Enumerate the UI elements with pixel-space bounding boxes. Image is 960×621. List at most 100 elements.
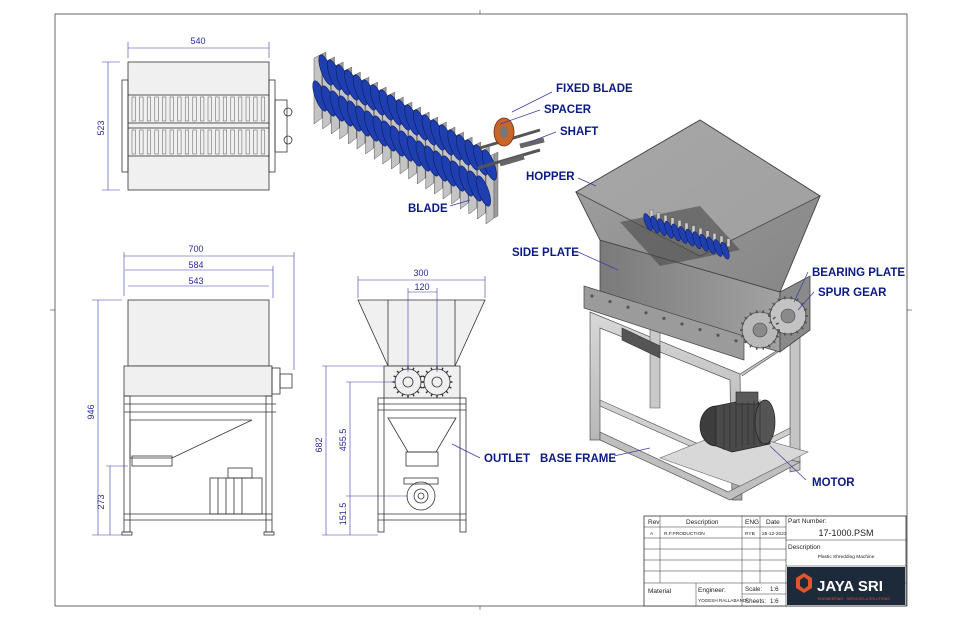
top-blade-tooth (207, 96, 212, 122)
top-blade-tooth (192, 129, 197, 155)
iso-gear-tooth (800, 326, 804, 330)
iso-gear-tooth (762, 310, 765, 314)
callout-spur-gear: SPUR GEAR (818, 287, 887, 299)
iso-gear-tooth (783, 332, 786, 336)
top-blade-tooth (154, 96, 159, 122)
iso-gear-tooth (755, 346, 758, 350)
callout-spacer: SPACER (544, 104, 592, 116)
tb-scale-label: Scale: (745, 586, 762, 593)
dim-side-120: 120 (414, 282, 429, 292)
top-blade-tooth (245, 129, 250, 155)
top-blade-tooth (245, 96, 250, 122)
iso-gear-tooth (767, 312, 771, 316)
top-blade-tooth (260, 96, 265, 122)
top-blade-tooth (154, 129, 159, 155)
tb-sheets-value: 1:6 (770, 598, 779, 605)
iso-gear-tooth (775, 322, 780, 325)
side-view: 300 120 682 455.5 151.5 (314, 268, 486, 536)
gear-tooth (401, 393, 404, 397)
motor-body (699, 391, 776, 453)
tb-part-number-label: Part Number: (788, 518, 827, 525)
tb-rev-value: A (650, 531, 654, 537)
iso-gear-tooth (790, 332, 793, 336)
plate-bolt (734, 339, 738, 343)
dim-top-width: 540 (190, 36, 205, 46)
top-blade-tooth (230, 96, 235, 122)
dim-front-543: 543 (188, 276, 203, 286)
tb-part-number: 17-1000.PSM (818, 528, 873, 538)
dim-front-946: 946 (86, 404, 96, 419)
iso-gear-tooth (795, 298, 799, 302)
gear-tooth (448, 386, 452, 389)
front-view: 700 584 543 946 273 (86, 244, 295, 536)
top-blade-tooth (207, 129, 212, 155)
iso-gear-tooth (762, 346, 765, 350)
gear-tooth (422, 375, 426, 378)
tb-material-label: Material (648, 588, 672, 595)
dim-side-682: 682 (314, 437, 324, 452)
iso-gear-tooth (777, 330, 781, 334)
plate-bolt (662, 316, 666, 320)
callout-side-plate: SIDE PLATE (512, 247, 579, 259)
dim-front-273: 273 (96, 494, 106, 509)
gear-tooth (412, 393, 415, 397)
top-blade-tooth (146, 96, 151, 122)
top-blade-tooth (131, 96, 136, 122)
gear-tooth (430, 393, 433, 397)
callout-motor: MOTOR (812, 477, 855, 489)
spur-gears (740, 296, 808, 350)
iso-gear-tooth (740, 322, 745, 325)
plate-bolt (680, 322, 684, 326)
hopper-fixed-blade (726, 238, 731, 247)
iso-gear-tooth (768, 321, 773, 324)
top-blade-tooth (200, 96, 205, 122)
gear-tooth (396, 390, 400, 394)
callout-fixed-blade: FIXED BLADE (556, 83, 633, 95)
callout-bearing-plate: BEARING PLATE (812, 267, 905, 279)
tb-date-value: 25-12-2023 (762, 531, 787, 537)
dim-front-700: 700 (188, 244, 203, 254)
tb-date-header: Date (766, 519, 780, 526)
iso-gear-tooth (783, 296, 786, 300)
top-blade-tooth (238, 129, 243, 155)
gear-tooth (422, 386, 426, 389)
top-blade-tooth (131, 129, 136, 155)
iso-gear-tooth (790, 296, 793, 300)
iso-gear-tooth (744, 316, 748, 320)
iso-gear-tooth (777, 298, 781, 302)
top-blade-tooth (139, 129, 144, 155)
tb-scale-value: 1:6 (770, 586, 779, 593)
logo-tagline: ENGINEERING · SERVICES & SOLUTIONS (818, 597, 890, 601)
top-blade-tooth (215, 96, 220, 122)
top-blade-tooth (177, 96, 182, 122)
callout-shaft: SHAFT (560, 126, 598, 138)
gear-tooth (396, 370, 400, 374)
iso-gear-tooth (803, 308, 808, 311)
iso-gear-tooth (767, 344, 771, 348)
top-blade-tooth (253, 129, 258, 155)
top-blade-tooth (146, 129, 151, 155)
tb-engineer-label: Engineer: (698, 587, 726, 594)
iso-gear-tooth (740, 335, 745, 338)
tb-description-label: Description (788, 544, 821, 551)
gear-tooth (425, 370, 429, 374)
top-blade-tooth (162, 129, 167, 155)
iso-gear-tooth (755, 310, 758, 314)
rotary-blade (475, 175, 491, 207)
gear-tooth (448, 375, 452, 378)
gear-tooth (416, 370, 420, 374)
callout-base-frame: BASE FRAME (540, 453, 616, 465)
tb-desc-header: Description (686, 519, 719, 526)
callout-blade: BLADE (408, 203, 448, 215)
gear-tooth (412, 367, 415, 371)
iso-gear-tooth (795, 330, 799, 334)
top-blade-tooth (177, 129, 182, 155)
gear-tooth (416, 390, 420, 394)
iso-gear-tooth (772, 302, 776, 306)
callout-outlet: OUTLET (484, 453, 530, 465)
dim-side-151: 151.5 (338, 503, 348, 526)
plate-bolt (698, 328, 702, 332)
gear-tooth (441, 367, 444, 371)
iso-gear-tooth (803, 321, 808, 324)
